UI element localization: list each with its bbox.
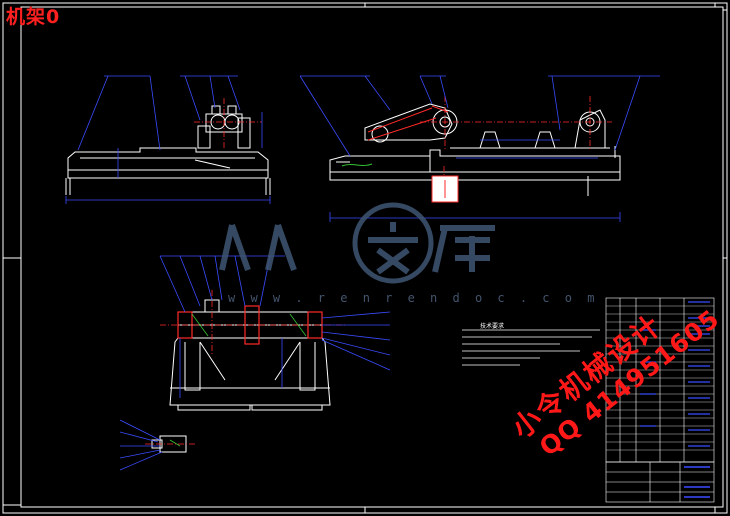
- technical-notes: [462, 329, 600, 366]
- parts-list: [605, 297, 715, 463]
- side-view: [299, 75, 660, 222]
- watermark-url: w w w . r e n r e n d o c . c o m: [228, 291, 599, 305]
- watermark-logo: [219, 202, 495, 284]
- drawing-title: 机架0: [6, 6, 61, 28]
- front-view: [65, 75, 271, 204]
- parts-list-rows: [606, 305, 714, 451]
- title-block: [605, 461, 715, 503]
- tech-notes-title: 技术要求: [480, 323, 505, 330]
- parts-list-text: [640, 301, 710, 447]
- section-view: [119, 255, 391, 471]
